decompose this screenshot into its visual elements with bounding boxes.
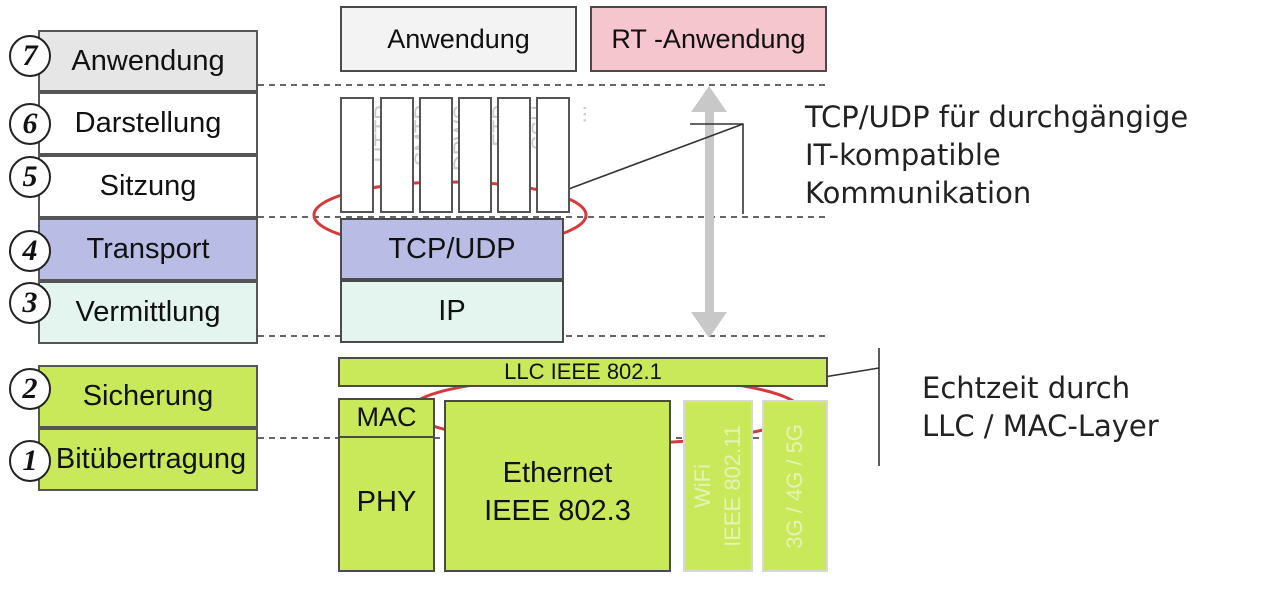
note-rt: Echtzeit durch LLC / MAC-Layer (922, 371, 1159, 443)
proto-smtp: SMTP (380, 97, 435, 213)
note-tcp: TCP/UDP für durchgängige IT-kompatible K… (805, 100, 1189, 210)
rt-app-box: RT -Anwendung (590, 6, 827, 72)
layer-number-6: 6 (9, 103, 51, 145)
layer-number-5: 5 (9, 156, 51, 198)
mac-phy-box (338, 398, 435, 572)
mac-phy-divider (338, 436, 435, 438)
osi-row-2: Sicherung (38, 365, 258, 428)
cellular-box: 3G / 4G / 5G (762, 400, 828, 572)
layer-number-4: 4 (9, 230, 51, 272)
ethernet-box: Ethernet IEEE 802.3 (444, 400, 671, 572)
osi-row-7: Anwendung (38, 30, 258, 92)
osi-row-4: Transport (38, 218, 258, 281)
tcp-udp-box: TCP/UDP (340, 218, 564, 280)
layer-number-2: 2 (9, 368, 51, 410)
layer-number-3: 3 (9, 282, 51, 324)
ip-box: IP (340, 280, 564, 343)
wifi-box: WiFi IEEE 802.11 (683, 400, 753, 572)
proto-dpws: DPWS (419, 97, 474, 213)
osi-row-3: Vermittlung (38, 281, 258, 344)
osi-row-5: Sitzung (38, 155, 258, 218)
layer-number-7: 7 (9, 35, 51, 77)
llc-box: LLC IEEE 802.1 (338, 357, 828, 387)
proto-ssh: SSH (497, 97, 552, 213)
proto-http: HTTP (340, 97, 395, 213)
proto-ftp: FTP (458, 97, 513, 213)
layer-number-1: 1 (9, 440, 51, 482)
bracket-tcp (690, 123, 744, 214)
mac-label: MAC (356, 402, 417, 432)
phy-label: PHY (356, 486, 417, 518)
proto-more: ... (536, 97, 591, 213)
pointer-tcp (565, 123, 744, 191)
osi-row-6: Darstellung (38, 92, 258, 155)
app-box: Anwendung (340, 6, 577, 72)
osi-row-1: Bitübertragung (38, 428, 258, 491)
double-arrow (691, 86, 727, 338)
